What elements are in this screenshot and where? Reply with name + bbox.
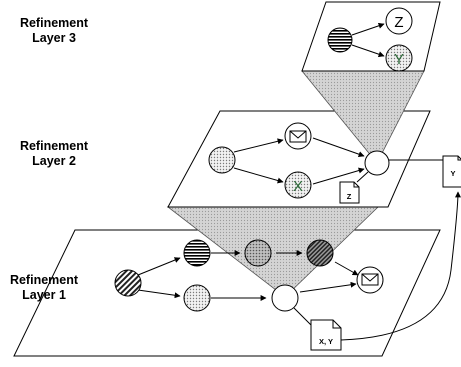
layer1-hatched-node xyxy=(183,239,211,267)
layer2-label-line1: Refinement xyxy=(19,139,89,153)
layer3-start-node xyxy=(327,27,353,53)
layer2-end-node xyxy=(364,150,390,176)
layer2-label: Refinement Layer 2 xyxy=(14,139,94,169)
layer1-edge xyxy=(334,261,359,276)
layer1-dotted-dark-node xyxy=(244,239,272,267)
layer3-y-label: Y xyxy=(394,51,404,68)
layer2-edge xyxy=(233,138,284,153)
layer1-start-event xyxy=(114,269,142,297)
layer2-edge xyxy=(233,167,284,184)
layer2-document-label: Z xyxy=(347,192,352,201)
layer1-label-line1: Refinement xyxy=(9,273,79,287)
layer1-document-label: X, Y xyxy=(319,337,333,346)
layer3-edge xyxy=(351,22,385,36)
side-document-label: Y xyxy=(450,169,455,178)
layer1-dotted-node xyxy=(183,284,211,312)
layer2-message-event xyxy=(284,122,312,150)
layer3-y-event: Y xyxy=(385,44,413,72)
layer1-message-event xyxy=(356,266,384,294)
layer2-doc-association xyxy=(356,171,369,183)
layer3-edge xyxy=(351,44,385,58)
layer2-x-event: X xyxy=(284,171,312,199)
layer2-start-node xyxy=(208,146,236,174)
layer3-z-event: Z xyxy=(385,7,413,35)
layer1-gateway-node xyxy=(271,284,299,312)
layer3-label-line1: Refinement xyxy=(19,16,89,30)
layer1-edge xyxy=(299,281,357,293)
layer2-document: Z xyxy=(339,181,360,204)
layer3-label-line2: Layer 3 xyxy=(32,31,76,45)
data-flow-curve xyxy=(340,191,461,341)
layer2-edge xyxy=(312,167,365,185)
layer2-label-line2: Layer 2 xyxy=(32,154,76,168)
layer2-edge xyxy=(312,137,365,158)
envelope-icon xyxy=(289,130,307,143)
layer1-label-line2: Layer 1 xyxy=(22,288,66,302)
layer1-diag-dark-node xyxy=(306,239,334,267)
layer3-plane xyxy=(301,1,441,72)
layer3-label: Refinement Layer 3 xyxy=(14,16,94,46)
side-document: Y xyxy=(442,155,461,188)
layer2-x-label: X xyxy=(293,178,303,195)
layer1-edge xyxy=(137,289,181,299)
layer1-document: X, Y xyxy=(310,319,342,351)
envelope-icon xyxy=(361,273,379,286)
layer3-z-label: Z xyxy=(394,14,403,31)
layer1-edge xyxy=(137,257,181,276)
layer1-label: Refinement Layer 1 xyxy=(4,273,84,303)
